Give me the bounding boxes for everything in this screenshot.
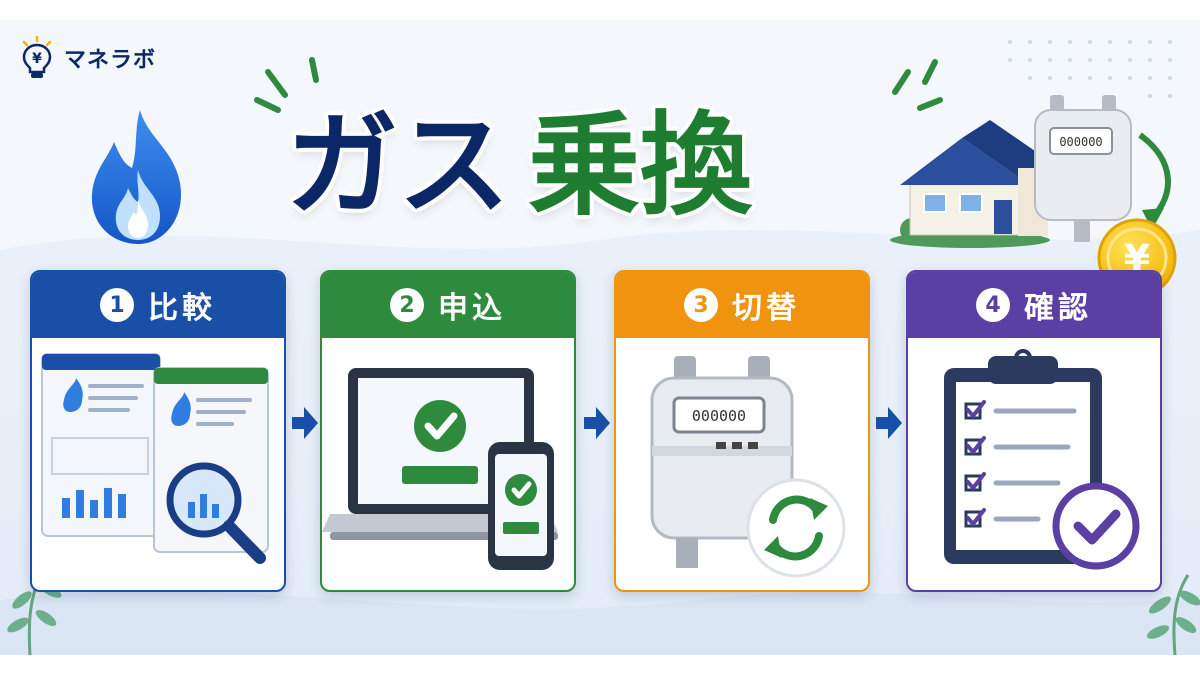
step-label: 確認 bbox=[1024, 291, 1092, 326]
step-label: 切替 bbox=[732, 291, 800, 326]
step-card-confirm: 4 確認 bbox=[906, 270, 1162, 592]
step-number: 3 bbox=[684, 288, 718, 322]
arrow-right-icon bbox=[584, 407, 610, 439]
svg-text:000000: 000000 bbox=[1059, 135, 1102, 149]
arrow-right-icon bbox=[292, 407, 318, 439]
step-number: 2 bbox=[390, 288, 424, 322]
title-switch: 乗換 bbox=[528, 101, 752, 231]
svg-text:¥: ¥ bbox=[32, 51, 42, 67]
svg-text:000000: 000000 bbox=[692, 407, 746, 425]
gas-meter-icon: 000000 bbox=[1034, 95, 1132, 242]
comparison-documents-magnifier-icon bbox=[41, 353, 269, 564]
gas-meter-refresh-icon: 000000 bbox=[650, 356, 846, 578]
step-header: 1 比較 bbox=[32, 272, 284, 338]
brand-name: マネラボ bbox=[64, 48, 157, 73]
step-label: 申込 bbox=[438, 291, 506, 326]
step-header: 3 切替 bbox=[616, 272, 868, 338]
leaves-right bbox=[1146, 574, 1200, 656]
step-number: 4 bbox=[976, 288, 1010, 322]
step-card-compare: 1 比較 bbox=[30, 270, 286, 592]
page-title: ガス 乗換 bbox=[286, 86, 752, 246]
spark-marks bbox=[254, 57, 943, 113]
lightbulb-yen-icon: ¥ bbox=[22, 36, 52, 78]
step-label: 比較 bbox=[148, 291, 216, 326]
step-card-switch: 3 切替 000000 bbox=[614, 270, 870, 592]
step-card-apply: 2 申込 bbox=[320, 270, 576, 592]
gas-flame-icon bbox=[91, 110, 181, 244]
house-icon bbox=[890, 120, 1050, 248]
step-header: 2 申込 bbox=[322, 272, 574, 338]
step-header: 4 確認 bbox=[908, 272, 1160, 338]
title-gas: ガス bbox=[286, 101, 510, 231]
laptop-phone-checkmark-icon bbox=[322, 368, 558, 570]
brand-logo: ¥ マネラボ bbox=[20, 36, 156, 80]
arrow-right-icon bbox=[876, 407, 902, 439]
clipboard-checklist-icon bbox=[944, 349, 1140, 570]
step-number: 1 bbox=[100, 288, 134, 322]
